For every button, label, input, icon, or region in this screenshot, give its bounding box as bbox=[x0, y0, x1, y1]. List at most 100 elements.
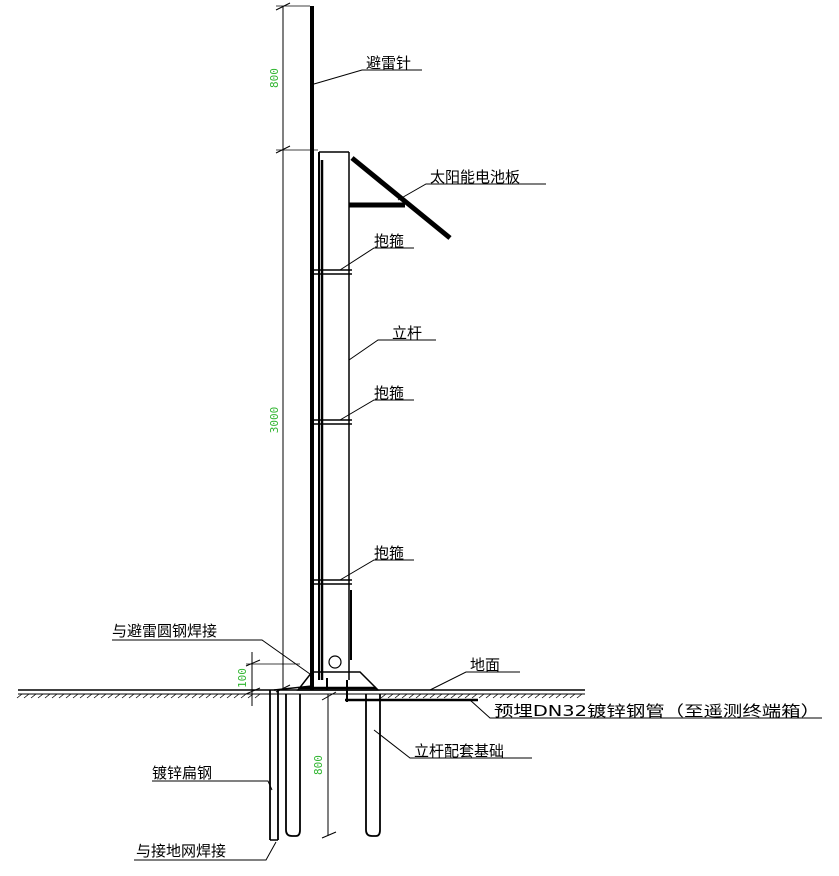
ground-hatch-mark bbox=[79, 693, 86, 699]
ground-hatch-mark bbox=[534, 693, 541, 699]
ground-hatch-mark bbox=[205, 693, 212, 699]
ground-hatch-mark bbox=[65, 693, 72, 699]
clamp-hoop bbox=[314, 269, 352, 275]
label-clamp-hoop-2: 抱箍 bbox=[374, 384, 404, 402]
ground-hatch-mark bbox=[233, 693, 240, 699]
ground-hatch-mark bbox=[58, 693, 65, 699]
label-weld-round-steel: 与避雷圆钢焊接 bbox=[112, 622, 217, 640]
ground-line bbox=[16, 689, 585, 699]
ground-hatch-mark bbox=[240, 693, 247, 699]
leader-ground bbox=[429, 671, 520, 691]
ground-hatch-mark bbox=[212, 693, 219, 699]
ground-hatch-mark bbox=[23, 693, 30, 699]
ground-hatch-mark bbox=[219, 693, 226, 699]
ground-hatch-mark bbox=[541, 693, 548, 699]
ground-hatch-mark bbox=[149, 693, 156, 699]
ground-hatch-mark bbox=[471, 693, 478, 699]
ground-hatch-mark bbox=[142, 693, 149, 699]
ground-hatch-mark bbox=[394, 693, 401, 699]
label-ground: 地面 bbox=[470, 656, 500, 674]
label-clamp-hoop-1: 抱箍 bbox=[374, 232, 404, 250]
leader-embedded-pipe bbox=[469, 699, 822, 719]
ground-hatch-mark bbox=[415, 693, 422, 699]
ground-hatch-mark bbox=[163, 693, 170, 699]
ground-hatch-mark bbox=[408, 693, 415, 699]
leader-foundation bbox=[373, 729, 532, 759]
ground-hatch-mark bbox=[513, 693, 520, 699]
leader-lightning-rod bbox=[313, 69, 422, 85]
foundation-anchors bbox=[285, 694, 381, 837]
ground-hatch-mark bbox=[478, 693, 485, 699]
ground-hatch-mark bbox=[401, 693, 408, 699]
galvanized-flat-steel bbox=[269, 685, 313, 841]
ground-hatch-mark bbox=[198, 693, 205, 699]
leader-solar-panel bbox=[397, 183, 546, 201]
dimension-text-3000: 3000 bbox=[268, 407, 281, 434]
dimension-text-100: 100 bbox=[236, 668, 249, 688]
label-lightning-rod: 避雷针 bbox=[366, 54, 411, 72]
ground-hatch-mark bbox=[114, 693, 121, 699]
ground-hatch-mark bbox=[226, 693, 233, 699]
leader-pole bbox=[348, 339, 436, 361]
dimension-base-height bbox=[245, 652, 300, 706]
dimension-foundation-depth bbox=[321, 691, 337, 839]
label-weld-grounding-grid: 与接地网焊接 bbox=[136, 842, 226, 860]
label-solar-panel: 太阳能电池板 bbox=[430, 168, 520, 186]
ground-hatch-mark bbox=[499, 693, 506, 699]
ground-hatch-mark bbox=[16, 693, 23, 699]
dimension-text-800: 800 bbox=[268, 68, 281, 88]
label-embedded-pipe: 预埋DN32镀锌钢管（至遥测终端箱） bbox=[494, 702, 820, 720]
ground-hatch-mark bbox=[443, 693, 450, 699]
dimension-text-800-foundation: 800 bbox=[312, 755, 325, 775]
ground-hatch-mark bbox=[93, 693, 100, 699]
ground-hatch-mark bbox=[191, 693, 198, 699]
ground-hatch-mark bbox=[429, 693, 436, 699]
leader-weld-round-steel bbox=[112, 639, 311, 675]
ground-hatch-mark bbox=[184, 693, 191, 699]
leader-clamp-3 bbox=[339, 559, 414, 581]
ground-hatch-mark bbox=[555, 693, 562, 699]
label-galvanized-flat-steel: 镀锌扁钢 bbox=[152, 764, 212, 782]
label-pole: 立杆 bbox=[392, 324, 422, 342]
ground-hatch-mark bbox=[51, 693, 58, 699]
ground-hatch-mark bbox=[44, 693, 51, 699]
ground-hatch-mark bbox=[506, 693, 513, 699]
ground-hatch-mark bbox=[86, 693, 93, 699]
leader-grounding-grid bbox=[134, 841, 277, 861]
ground-hatch-mark bbox=[450, 693, 457, 699]
label-clamp-hoop-3: 抱箍 bbox=[374, 544, 404, 562]
ground-hatch-mark bbox=[107, 693, 114, 699]
ground-hatch-mark bbox=[156, 693, 163, 699]
clamp-hoop bbox=[314, 419, 352, 425]
ground-hatch-mark bbox=[436, 693, 443, 699]
ground-hatch-mark bbox=[387, 693, 394, 699]
clamp-hoop bbox=[314, 579, 352, 585]
ground-hatch-mark bbox=[492, 693, 499, 699]
ground-hatch-mark bbox=[464, 693, 471, 699]
leader-clamp-2 bbox=[339, 399, 414, 421]
ground-hatch-mark bbox=[569, 693, 576, 699]
ground-hatch-mark bbox=[548, 693, 555, 699]
dimension-rod-height bbox=[275, 2, 310, 154]
ground-hatch-mark bbox=[37, 693, 44, 699]
ground-hatch-mark bbox=[485, 693, 492, 699]
ground-hatch-mark bbox=[527, 693, 534, 699]
leader-clamp-1 bbox=[339, 247, 414, 271]
ground-hatch-mark bbox=[576, 693, 583, 699]
leader-flat-steel bbox=[152, 780, 273, 791]
ground-hatch-mark bbox=[128, 693, 135, 699]
ground-hatch-mark bbox=[562, 693, 569, 699]
ground-hatch-mark bbox=[254, 693, 261, 699]
ground-hatch-mark bbox=[177, 693, 184, 699]
ground-hatch-mark bbox=[422, 693, 429, 699]
dimension-pole-height bbox=[275, 149, 318, 693]
ground-hatch-mark bbox=[135, 693, 142, 699]
cable-hole bbox=[328, 655, 342, 669]
base-flange bbox=[296, 655, 380, 691]
ground-hatch-mark bbox=[170, 693, 177, 699]
ground-hatch-mark bbox=[100, 693, 107, 699]
ground-hatch-mark bbox=[121, 693, 128, 699]
ground-hatch-mark bbox=[457, 693, 464, 699]
ground-hatch-mark bbox=[72, 693, 79, 699]
